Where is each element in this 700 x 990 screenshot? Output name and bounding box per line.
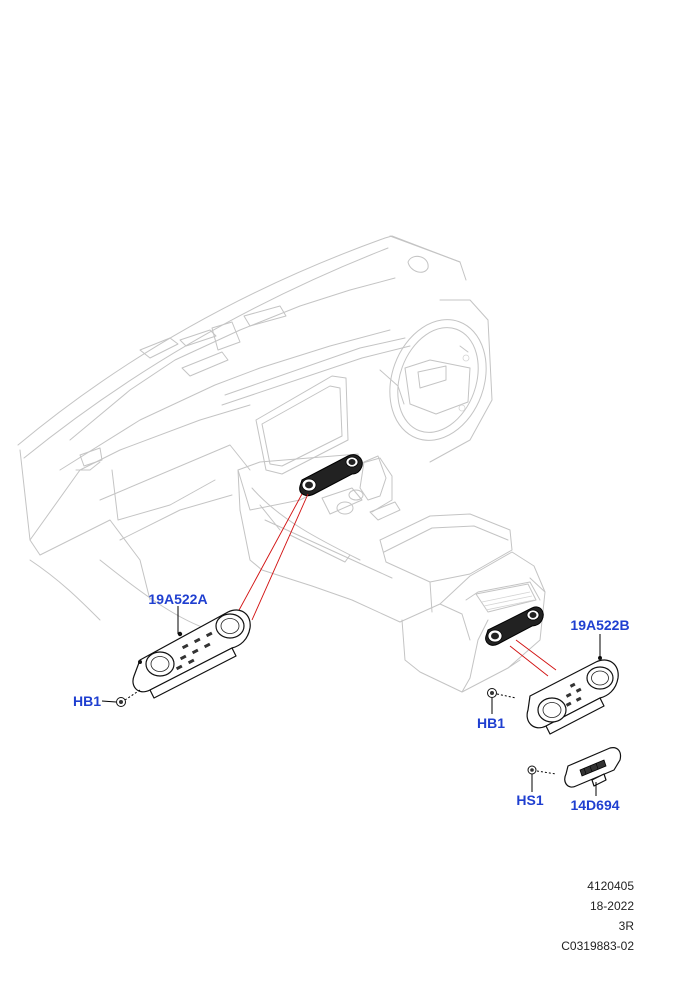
callout-hb1-front: HB1 [73, 693, 101, 709]
dashboard-outline [17, 235, 546, 693]
front-screw [116, 689, 141, 707]
reference-lines [237, 493, 557, 677]
front-control-location [299, 454, 363, 497]
callout-14D694: 14D694 [570, 797, 619, 813]
rear-control-location [485, 606, 544, 646]
rear-screw [487, 688, 517, 699]
temperature-sensor [564, 747, 622, 788]
callout-labels: 19A522A HB1 19A522B HB1 HS1 14D694 [73, 591, 630, 813]
callout-19A522A: 19A522A [148, 591, 207, 607]
reference-line-4: C0319883-02 [561, 939, 634, 953]
callout-hb1-rear: HB1 [477, 715, 505, 731]
sensor-screw [527, 765, 557, 775]
leader-lines [101, 606, 601, 796]
callout-hs1: HS1 [516, 792, 543, 808]
reference-block: 4120405 18-2022 3R C0319883-02 [514, 876, 634, 956]
rear-climate-control-panel [526, 656, 619, 735]
callout-19A522B: 19A522B [570, 617, 629, 633]
reference-line-1: 4120405 [587, 879, 634, 893]
front-climate-control-panel [132, 609, 251, 699]
reference-line-2: 18-2022 [589, 899, 634, 913]
reference-line-3: 3R [618, 919, 634, 933]
